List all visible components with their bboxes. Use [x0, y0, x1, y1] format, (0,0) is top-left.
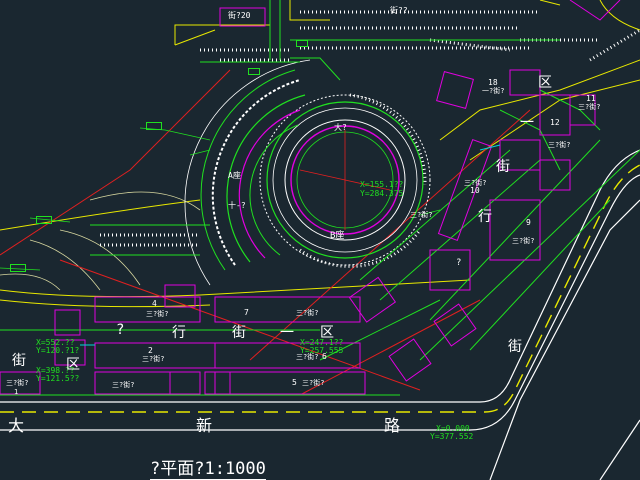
bldg-6-sub: 三?街? — [296, 353, 319, 361]
xing-4: 一 — [280, 325, 294, 341]
bldg-9: 9 — [526, 218, 531, 227]
green-lines — [0, 0, 640, 396]
top-mid-label: 街?? — [390, 6, 408, 15]
bldg-18-sub: 一?街? — [482, 87, 505, 95]
bldg-6: 6 — [322, 352, 327, 361]
coord-center-y: Y=284.375 — [360, 189, 404, 198]
bldg-4-sub: 三?街? — [146, 310, 169, 318]
road-da: 大 — [8, 416, 25, 435]
coord-left1-x: X=552.?? — [36, 338, 75, 347]
xing-3: 街 — [232, 325, 246, 341]
drawing-title: ?平面?1:1000 — [150, 454, 266, 480]
diag-jie: 街 — [508, 339, 522, 355]
leader-label — [296, 40, 308, 47]
leader-label — [36, 216, 52, 224]
top-left-box-label: 街?20 — [228, 11, 251, 20]
bldg-7-sub: 三?街? — [296, 309, 319, 317]
magenta-buildings — [0, 0, 621, 395]
small-r1: 三?街? — [410, 211, 433, 219]
right-qu: 区 — [538, 75, 552, 91]
left-qu: 区 — [66, 357, 80, 373]
left-jie: 街 — [12, 353, 26, 369]
right-xing: 行 — [478, 209, 492, 225]
bldg-4: 4 — [152, 299, 157, 308]
coord-mid-x: X=247.1?? — [300, 338, 344, 347]
b-block-label: B座 — [330, 231, 345, 241]
right-yi: 一 — [520, 115, 534, 131]
minus-label: 十-? — [228, 201, 246, 210]
tree-rows — [100, 10, 640, 268]
coord-left1-y: Y=120.?1? — [36, 346, 80, 355]
yellow-boundaries — [0, 0, 640, 308]
bldg-5-sub: 三?街? — [302, 379, 325, 387]
center-label: 大? — [334, 123, 347, 132]
central-ring — [259, 94, 431, 266]
bldg-1-sub: 三?街? — [6, 379, 29, 387]
coord-center-x: X=155.1?? — [360, 180, 404, 189]
bldg-11-sub: 三?街? — [578, 103, 601, 111]
bldg-2-sub: 三?街? — [142, 355, 165, 363]
red-lines — [0, 69, 531, 396]
bldg-11: 11 — [586, 94, 596, 103]
road-xin: 新 — [196, 416, 213, 435]
small-r2: 三?街? — [548, 141, 571, 149]
cyan-accents — [80, 144, 501, 346]
coord-left2-y: Y=121.5?? — [36, 374, 80, 383]
road-lines — [0, 149, 640, 480]
arc-building — [184, 59, 311, 286]
bldg-12: 12 — [550, 118, 560, 127]
bldg-10-sub: 三?街? — [464, 179, 487, 187]
road-lu: 路 — [384, 416, 401, 435]
bldg-3-sub: 三?街? — [112, 381, 135, 389]
leader-label — [248, 68, 260, 75]
right-jie: 街 — [496, 159, 510, 175]
bldg-9-sub: 三?街? — [512, 237, 535, 245]
bldg-1: 1 — [14, 388, 19, 396]
small-q: ? — [456, 258, 462, 268]
xing-5: 区 — [320, 325, 334, 341]
bldg-2: 2 — [148, 346, 153, 355]
coord-br-x: X=0.000 — [436, 424, 470, 433]
coord-left2-x: X=398.?? — [36, 366, 75, 375]
coord-br-y: Y=377.552 — [430, 432, 474, 441]
road-centerline — [0, 164, 640, 413]
bldg-5: 5 — [292, 378, 297, 387]
a-block-label: A座 — [228, 171, 241, 180]
bldg-7: 7 — [244, 308, 249, 317]
coord-mid-y: Y=257.555 — [300, 346, 344, 355]
leader-label — [10, 264, 26, 272]
leader-label — [146, 122, 162, 130]
xing-2: 行 — [172, 325, 186, 341]
bldg-18: 18 — [488, 78, 498, 87]
xing-1: ? — [116, 322, 125, 338]
contour-lines — [0, 191, 201, 291]
bldg-10: 10 — [470, 186, 480, 195]
